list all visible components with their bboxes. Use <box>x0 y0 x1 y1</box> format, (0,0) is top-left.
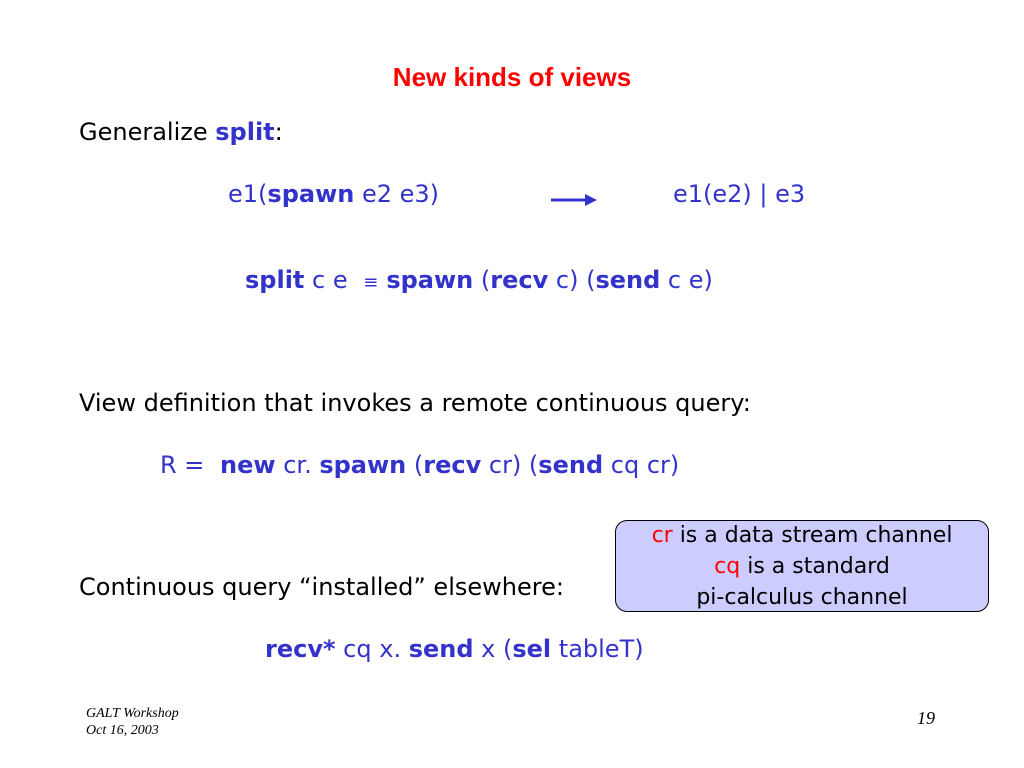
colon: : <box>274 118 283 146</box>
reduction-arrow-icon <box>551 194 597 206</box>
expr-c: tableT) <box>551 635 644 663</box>
expr-c: cr) ( <box>481 451 539 479</box>
page-number: 19 <box>917 708 935 728</box>
send-keyword: send <box>538 451 604 479</box>
callout-line-1: cr is a data stream channel <box>652 520 953 551</box>
recv-keyword: recv <box>490 266 549 294</box>
split-keyword: split <box>245 266 305 294</box>
slide-title: New kinds of views <box>392 62 632 92</box>
expr-a: cr. <box>275 451 320 479</box>
sel-keyword: sel <box>512 635 552 663</box>
lhs-part-b: e2 e3) <box>354 180 440 208</box>
send-rest: c e) <box>660 266 713 294</box>
continuous-query-label: Continuous query “installed” elsewhere: <box>79 573 564 601</box>
split-definition: split c e ≡ spawn (recv c) (send c e) <box>245 266 713 294</box>
callout-line-1-text: is a data stream channel <box>672 522 953 548</box>
callout-line-2: cq is a standard <box>714 551 890 582</box>
reduction-lhs: e1(spawn e2 e3) <box>228 180 439 208</box>
callout-line-3: pi-calculus channel <box>696 584 908 610</box>
expr-b: x ( <box>473 635 513 663</box>
footer-event: GALT Workshop <box>86 706 179 721</box>
split-keyword: split <box>215 118 275 146</box>
split-args: c e <box>304 266 356 294</box>
recv-rest: c) ( <box>548 266 596 294</box>
send-keyword: send <box>408 635 474 663</box>
lhs-part-a: e1( <box>228 180 268 208</box>
spawn-keyword: spawn <box>267 180 355 208</box>
expr-b: ( <box>406 451 424 479</box>
continuous-query-expr: recv* cq x. send x (sel tableT) <box>265 635 644 663</box>
expr-d: cq cr) <box>603 451 680 479</box>
view-definition-label: View definition that invokes a remote co… <box>79 389 751 417</box>
view-definition-expr: R = new cr. spawn (recv cr) (send cq cr) <box>160 451 679 479</box>
spawn-keyword: spawn <box>319 451 407 479</box>
generalize-label: Generalize <box>79 118 216 146</box>
cr-term: cr <box>651 522 673 548</box>
expr-a: cq x. <box>335 635 409 663</box>
expr-prefix: R = <box>160 451 213 479</box>
channel-callout: cr is a data stream channel cq is a stan… <box>615 520 989 612</box>
send-keyword: send <box>595 266 661 294</box>
recv-keyword: recv <box>423 451 482 479</box>
spawn-keyword: spawn <box>386 266 474 294</box>
generalize-line: Generalize split: <box>79 118 283 146</box>
callout-line-2-text: is a standard <box>740 553 890 579</box>
equiv-symbol: ≡ <box>363 272 379 293</box>
paren-open: ( <box>473 266 491 294</box>
cq-term: cq <box>714 553 741 579</box>
footer-date: Oct 16, 2003 <box>86 723 159 738</box>
reduction-rhs: e1(e2) | e3 <box>673 180 806 208</box>
new-keyword: new <box>220 451 276 479</box>
recv-star-keyword: recv* <box>265 635 336 663</box>
